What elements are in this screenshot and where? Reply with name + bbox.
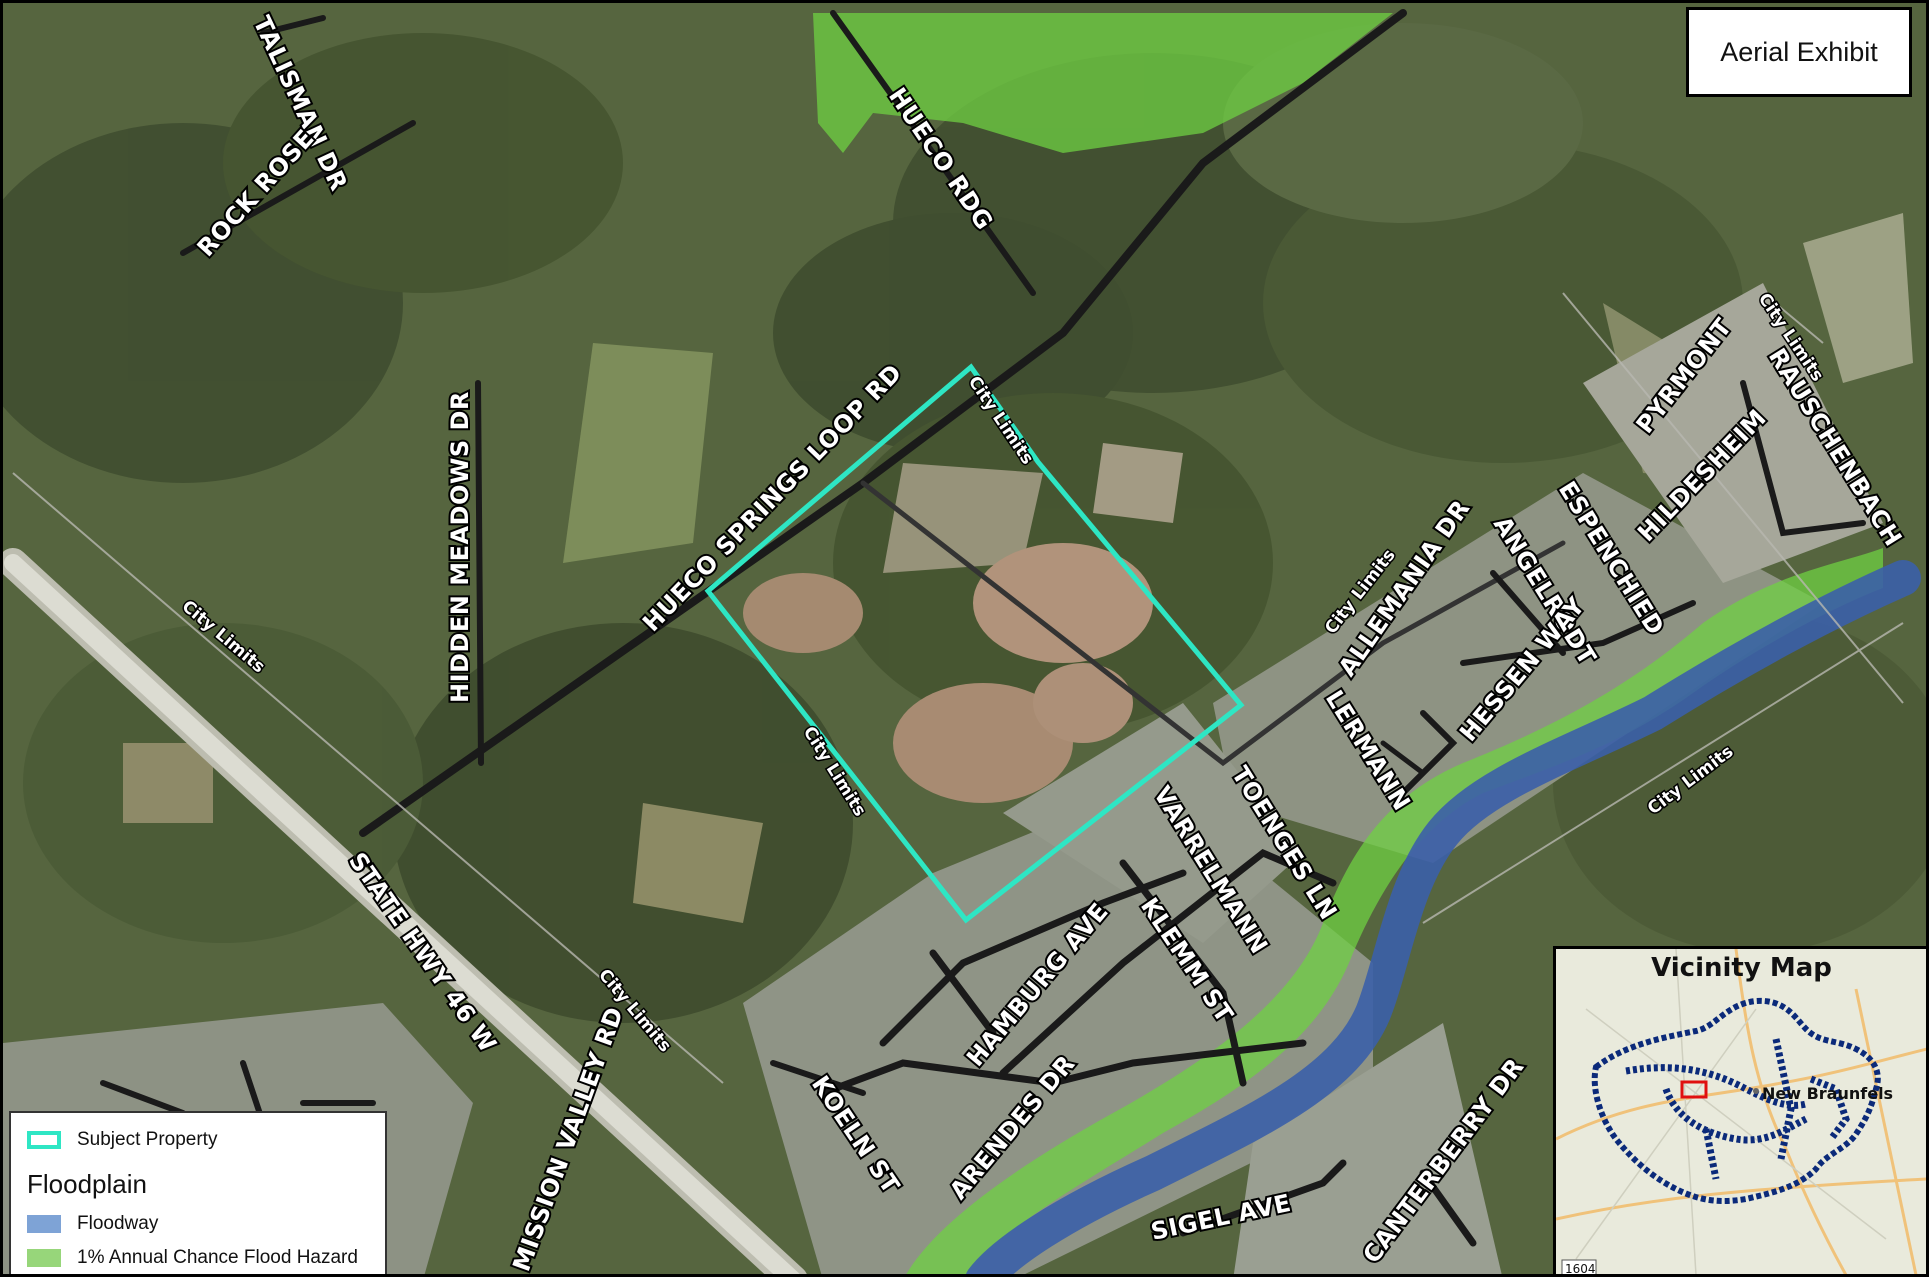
flood-hazard-swatch <box>27 1249 61 1267</box>
subject-property-swatch <box>27 1131 61 1149</box>
vicinity-city-dot <box>1753 1088 1759 1094</box>
city-limits-lines <box>12 292 1904 1084</box>
exhibit-title-box: Aerial Exhibit <box>1686 7 1912 97</box>
vicinity-shield-label: 1604 <box>1565 1262 1596 1275</box>
subject-property-boundary[interactable] <box>704 363 1245 924</box>
vicinity-city-label: New Braunfels <box>1762 1084 1893 1103</box>
label-hidden-meadows-dr: HIDDEN MEADOWS DR <box>446 391 474 703</box>
legend-row-flood-hazard: 1% Annual Chance Flood Hazard <box>27 1247 358 1269</box>
floodway-swatch <box>27 1215 61 1233</box>
vicinity-city-limits <box>1591 997 1881 1204</box>
legend-label-flood-hazard: 1% Annual Chance Flood Hazard <box>77 1247 358 1268</box>
vicinity-map-title: Vicinity Map <box>1651 953 1832 983</box>
aerial-map[interactable]: TALISMAN DR ROCK ROSE HUECO RDG HIDDEN M… <box>3 3 1929 1277</box>
vicinity-site-marker <box>1680 1080 1708 1099</box>
vicinity-map-canvas: New Braunfels 1604 <box>1556 949 1926 1275</box>
map-legend: Subject Property Floodplain Floodway 1% … <box>9 1111 387 1274</box>
roads <box>3 9 1866 1274</box>
legend-row-floodway: Floodway <box>27 1213 158 1235</box>
legend-label-subject-property: Subject Property <box>77 1129 218 1150</box>
legend-label-floodway: Floodway <box>77 1213 159 1234</box>
flood-hazard-area <box>813 13 1883 1274</box>
vicinity-city-limits-detail <box>1625 1038 1850 1180</box>
legend-row-subject-property: Subject Property <box>27 1129 217 1151</box>
vicinity-map: New Braunfels 1604 Vicinity Map <box>1553 946 1926 1275</box>
legend-heading-floodplain: Floodplain <box>27 1169 147 1199</box>
bare-soil <box>743 543 1153 803</box>
floodway-river <box>966 560 1921 1274</box>
exhibit-title: Aerial Exhibit <box>1720 36 1878 67</box>
vicinity-shield-box <box>1561 1259 1597 1274</box>
